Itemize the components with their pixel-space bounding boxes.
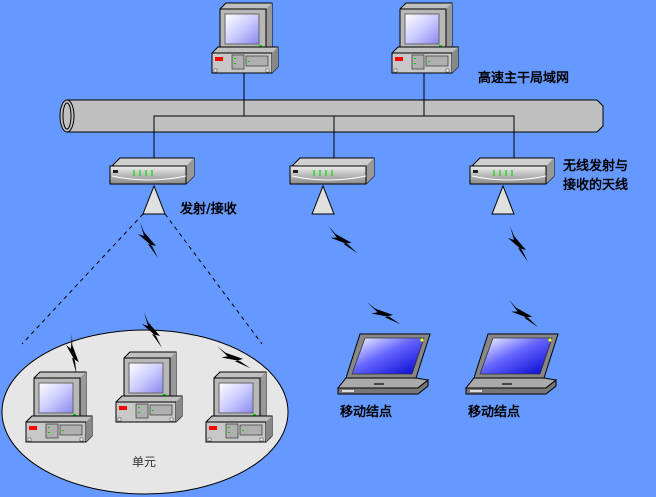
server-1[interactable] bbox=[211, 2, 279, 74]
cell-label: 单元 bbox=[132, 455, 157, 469]
lightning-bolt-icon bbox=[365, 293, 401, 335]
antenna-label-line2: 接收的天线 bbox=[563, 178, 629, 193]
access-point-3[interactable] bbox=[469, 157, 555, 185]
cell-pc-1[interactable] bbox=[25, 371, 93, 443]
lightning-bolt-icon bbox=[138, 222, 158, 258]
connection-lines bbox=[153, 70, 515, 162]
cell-pc-2[interactable] bbox=[115, 351, 183, 423]
cell-pc-3[interactable] bbox=[205, 371, 273, 443]
antenna-icon bbox=[142, 184, 166, 215]
server-2[interactable] bbox=[391, 2, 459, 74]
antenna-icon bbox=[311, 184, 335, 215]
mobile-laptop-2[interactable] bbox=[465, 333, 559, 395]
transceiver-label: 发射/接收 bbox=[180, 202, 237, 217]
access-point-1[interactable] bbox=[109, 157, 195, 185]
mobile-laptop-1[interactable] bbox=[337, 333, 431, 395]
mobile-node-label-2: 移动结点 bbox=[468, 405, 521, 420]
lightning-bolt-icon bbox=[326, 219, 358, 261]
mobile-node-label-1: 移动结点 bbox=[340, 405, 393, 420]
backbone-label: 高速主干局域网 bbox=[478, 71, 570, 86]
access-point-2[interactable] bbox=[289, 157, 375, 185]
lightning-bolt-icon bbox=[508, 226, 528, 262]
antenna-label-line1: 无线发射与 bbox=[563, 159, 629, 174]
antenna-icon bbox=[491, 184, 515, 215]
coverage-lines bbox=[21, 213, 263, 345]
lightning-bolt-icon bbox=[507, 293, 539, 335]
